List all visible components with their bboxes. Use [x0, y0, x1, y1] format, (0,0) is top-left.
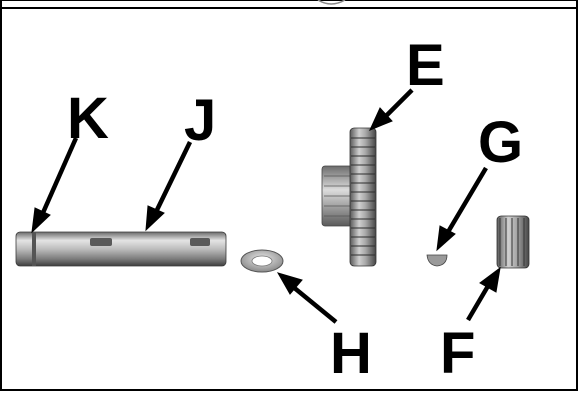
- arrow-f: [466, 284, 490, 322]
- arrowhead-k: [31, 207, 51, 234]
- shaft-part: [15, 231, 227, 267]
- shaft-groove: [32, 232, 36, 266]
- gear-part: [321, 127, 377, 267]
- top-edge-gear-fragment: [317, 0, 346, 5]
- hub-teeth: [324, 175, 352, 217]
- label-j: J: [184, 88, 216, 153]
- shaft-keyway-2: [190, 238, 210, 246]
- arrow-g: [446, 166, 488, 234]
- arrow-e: [383, 88, 414, 119]
- arrowhead-h: [276, 272, 303, 295]
- pinion-teeth: [499, 218, 525, 266]
- arrowhead-f: [479, 266, 501, 293]
- washer-part: [240, 249, 284, 273]
- label-g: G: [478, 110, 523, 175]
- shaft-keyway-1: [90, 238, 112, 246]
- arrow-h: [290, 284, 338, 324]
- arrow-k: [39, 137, 79, 216]
- arrowhead-j: [145, 205, 165, 232]
- arrowhead-g: [436, 225, 456, 252]
- label-e: E: [406, 33, 445, 98]
- pinion-part: [496, 215, 530, 269]
- arrow-j: [153, 141, 193, 213]
- arrowhead-e: [369, 107, 393, 131]
- label-h: H: [330, 321, 372, 386]
- label-k: K: [67, 86, 109, 151]
- label-f: F: [440, 321, 475, 386]
- gear-teeth: [351, 137, 375, 256]
- key-part: [426, 254, 448, 267]
